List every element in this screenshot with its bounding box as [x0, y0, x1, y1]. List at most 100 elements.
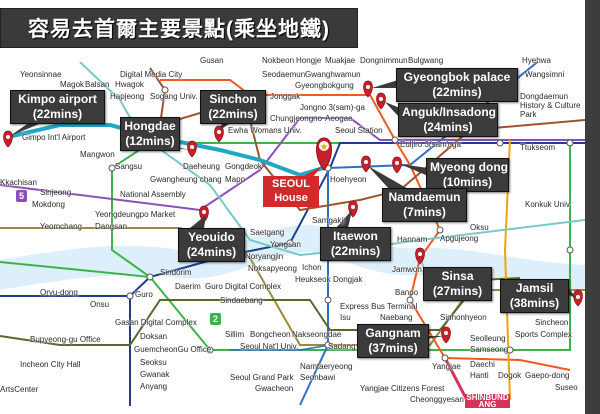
station-label[interactable]: Bupyeong-gu Office	[30, 335, 101, 344]
station-label[interactable]: Gwanak	[140, 370, 170, 379]
station-label[interactable]: Isu	[340, 313, 351, 322]
station-label[interactable]: Euljiro 3(sam)-ga	[400, 140, 461, 149]
station-label[interactable]: Noryangjin	[245, 252, 284, 261]
station-label[interactable]: Gwanghwamun	[305, 70, 361, 79]
station-label[interactable]: Daerim	[175, 282, 201, 291]
callout-gangnam[interactable]: Gangnam(37mins)	[357, 324, 429, 358]
station-label[interactable]: Daeheung	[183, 162, 220, 171]
station-label[interactable]: Sinjeong	[40, 188, 72, 197]
station-label[interactable]: Gimpo Int'l Airport	[22, 133, 86, 142]
station-label[interactable]: Bongcheon	[250, 330, 291, 339]
station-label[interactable]: Namtaeryeong	[300, 362, 353, 371]
station-label[interactable]: Ewha Womans Univ.	[228, 126, 302, 135]
station-label[interactable]: Jamwon	[392, 265, 422, 274]
station-label[interactable]: Chungjeongno	[270, 114, 323, 123]
station-label[interactable]: Jongno 3(sam)-ga	[300, 103, 365, 112]
station-label[interactable]: National Assembly	[120, 190, 186, 199]
station-label[interactable]: Seoul Grand Park	[230, 373, 294, 382]
station-label[interactable]: Kkachisan	[0, 178, 37, 187]
callout-gyeongbok-palace[interactable]: Gyeongbok palace(22mins)	[396, 68, 518, 102]
station-label[interactable]: Yangjae Citizens Forest	[360, 384, 445, 393]
station-label[interactable]: Bulgwang	[408, 56, 444, 65]
station-label[interactable]: Magok	[60, 80, 85, 89]
station-label[interactable]: Dongdaemun History & Culture Park	[520, 92, 581, 119]
station-label[interactable]: Mapo	[225, 175, 246, 184]
station-label[interactable]: Samgakji	[312, 216, 345, 225]
station-label[interactable]: GuemcheonGu Office	[134, 345, 212, 354]
station-label[interactable]: Ttukseom	[520, 143, 556, 152]
station-label[interactable]: Gusan	[200, 56, 224, 65]
station-label[interactable]: Hyehwa	[522, 56, 551, 65]
station-label[interactable]: Dogok	[498, 371, 522, 380]
station-label[interactable]: Seodaemun	[262, 70, 306, 79]
station-label[interactable]: Aeogae	[325, 114, 353, 123]
station-label[interactable]: Hoehyeon	[330, 175, 367, 184]
station-label[interactable]: Dangsan	[95, 222, 128, 231]
callout-sinchon[interactable]: Sinchon(22mins)	[200, 90, 266, 124]
station-label[interactable]: Sincheon	[535, 318, 569, 327]
station-label[interactable]: Sindaebang	[220, 296, 263, 305]
station-label[interactable]: Dongjak	[333, 275, 363, 284]
station-label[interactable]: Heukseok	[295, 275, 331, 284]
station-label[interactable]: Hapjeong	[110, 92, 145, 101]
callout-anguk-insadong[interactable]: Anguk/Insadong(24mins)	[398, 103, 498, 137]
station-label[interactable]: Hannam	[397, 235, 428, 244]
station-label[interactable]: Konkuk Univ.	[525, 200, 572, 209]
station-label[interactable]: Saetgang	[250, 228, 285, 237]
station-label[interactable]: Seoul Nat'l Univ.	[240, 342, 299, 351]
station-label[interactable]: Sindorim	[160, 268, 192, 277]
station-label[interactable]: Sillim	[225, 330, 245, 339]
station-label[interactable]: Apgujeong	[440, 234, 479, 243]
station-label[interactable]: Sangsu	[115, 162, 143, 171]
callout-namdaemun[interactable]: Namdaemun(7mins)	[382, 188, 467, 222]
station-label[interactable]: Sadang	[328, 342, 356, 351]
station-label[interactable]: Cheonggyesan	[410, 395, 464, 404]
callout-hongdae[interactable]: Hongdae(12mins)	[120, 117, 180, 151]
station-label[interactable]: Hanti	[470, 371, 489, 380]
callout-yeouido[interactable]: Yeouido(24mins)	[178, 228, 245, 262]
station-label[interactable]: Gasan Digital Complex	[115, 318, 197, 327]
callout-sinsa[interactable]: Sinsa(27mins)	[423, 267, 492, 301]
station-label[interactable]: Onsu	[90, 300, 110, 309]
callout-jamsil[interactable]: Jamsil(38mins)	[500, 279, 569, 313]
station-label[interactable]: Mokdong	[32, 200, 65, 209]
station-label[interactable]: Doksan	[140, 332, 168, 341]
station-label[interactable]: Balsan	[85, 80, 110, 89]
seoul-house-label[interactable]: SEOUL House	[263, 176, 319, 207]
station-label[interactable]: Oksu	[470, 223, 489, 232]
station-label[interactable]: Sinnonhyeon	[440, 313, 487, 322]
station-label[interactable]: Mangwon	[80, 150, 115, 159]
station-label[interactable]: Noksapyeong	[248, 264, 297, 273]
station-label[interactable]: Gwacheon	[255, 384, 294, 393]
station-label[interactable]: Hongje	[296, 56, 322, 65]
station-label[interactable]: Seoksu	[140, 358, 167, 367]
station-label[interactable]: Ichon	[302, 263, 322, 272]
callout-myeong-dong[interactable]: Myeong dong(10mins)	[426, 158, 509, 192]
station-label[interactable]: Gongdeok	[225, 162, 262, 171]
station-label[interactable]: Sogang Univ.	[150, 92, 198, 101]
station-label[interactable]: Seoul Station	[335, 126, 383, 135]
station-label[interactable]: Incheon City Hall	[20, 360, 81, 369]
station-label[interactable]: Wangsimni	[525, 70, 565, 79]
station-label[interactable]: Jonggak	[270, 92, 301, 101]
station-label[interactable]: ArtsCenter	[0, 385, 39, 394]
station-label[interactable]: Oryu-dong	[40, 288, 78, 297]
station-label[interactable]: Express Bus Terminal	[340, 302, 418, 311]
station-label[interactable]: Gyeongbokgung	[295, 81, 354, 90]
station-label[interactable]: Hwagok	[115, 80, 144, 89]
station-label[interactable]: Naebang	[380, 313, 413, 322]
station-label[interactable]: Gaepo-dong	[525, 371, 570, 380]
station-label[interactable]: Yeomchang	[40, 222, 82, 231]
station-label[interactable]: Seolleung	[470, 334, 506, 343]
station-label[interactable]: Yeonsinnae	[20, 70, 62, 79]
callout-itaewon[interactable]: Itaewon(22mins)	[320, 227, 391, 261]
station-label[interactable]: Anyang	[140, 382, 168, 391]
station-label[interactable]: Seonbawi	[300, 373, 336, 382]
station-label[interactable]: Sports Complex	[515, 330, 572, 339]
station-label[interactable]: Guro Digital Complex	[205, 282, 282, 291]
station-label[interactable]: Guro	[135, 290, 153, 299]
station-label[interactable]: Yeongdeungpo Market	[95, 210, 176, 219]
callout-kimpo-airport[interactable]: Kimpo airport(22mins)	[10, 90, 105, 124]
station-label[interactable]: Daechi	[470, 360, 495, 369]
station-label[interactable]: Dongnimmun	[360, 56, 408, 65]
